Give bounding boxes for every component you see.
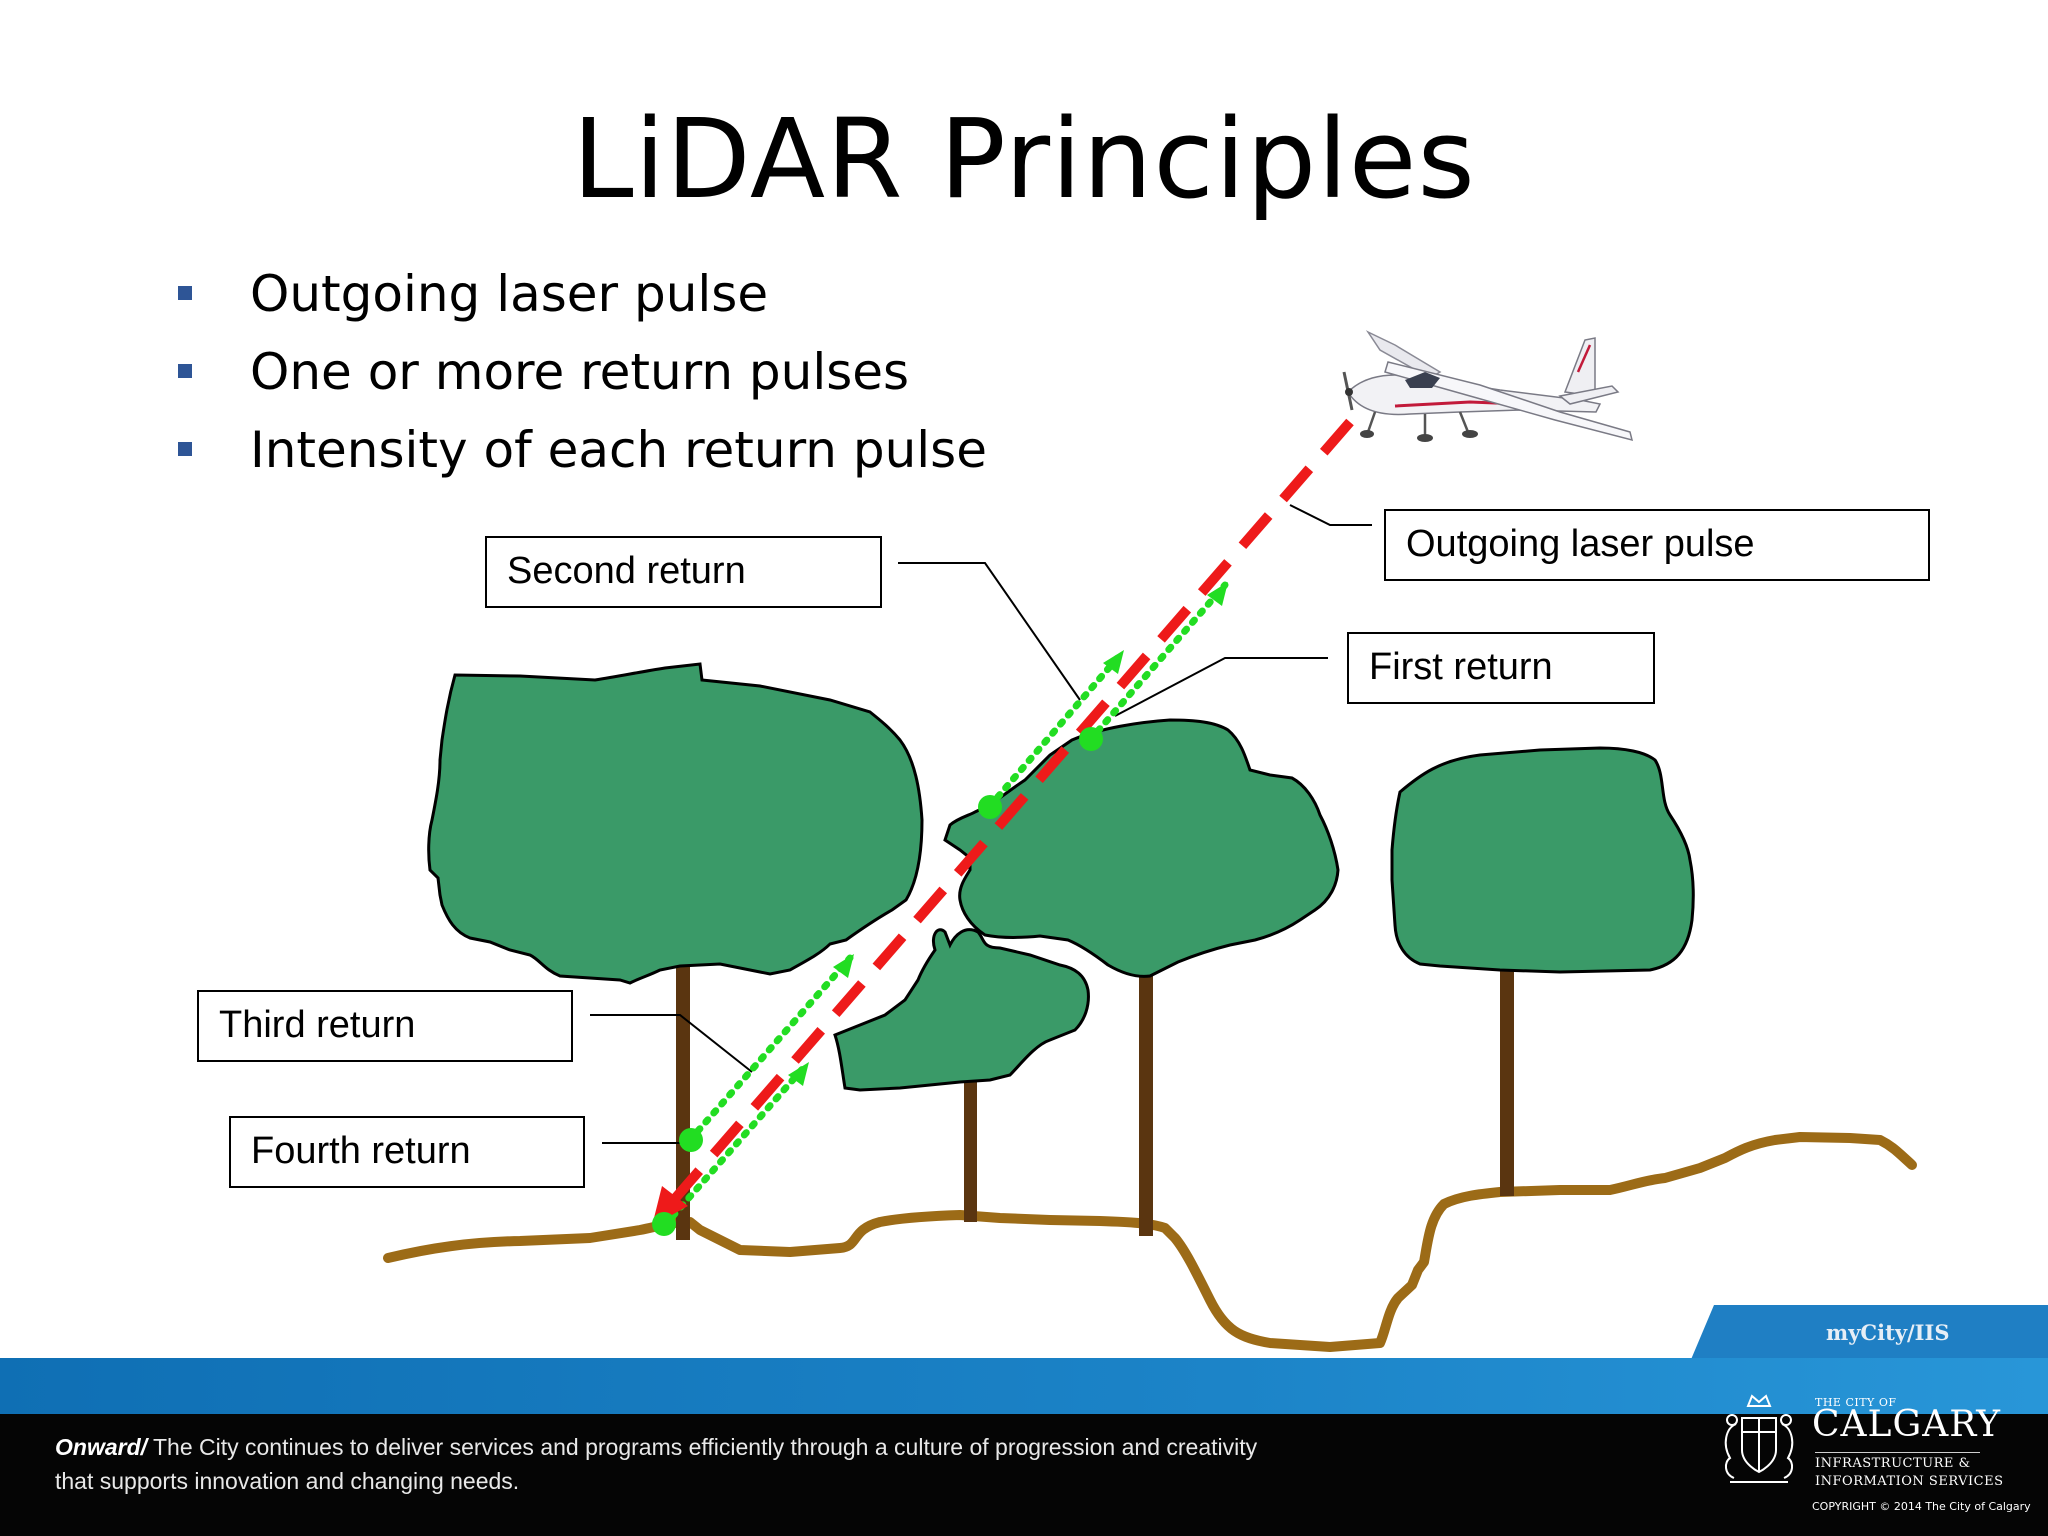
- bullet-square-icon: [178, 364, 192, 378]
- label-fourth-return: Fourth return: [229, 1116, 585, 1188]
- copyright-notice: COPYRIGHT © 2014 The City of Calgary: [1812, 1500, 2031, 1513]
- logo-divider: [1815, 1452, 1980, 1453]
- tree-trunk-left: [676, 930, 690, 1240]
- bullet-item: Intensity of each return pulse: [170, 411, 987, 489]
- return-pulse-second: [986, 651, 1124, 810]
- footer-blue-band: [0, 1358, 2048, 1414]
- department-line-1: INFRASTRUCTURE &: [1815, 1456, 1971, 1471]
- return-point-fourth: [652, 1212, 676, 1236]
- outgoing-laser-pulse: [668, 418, 1354, 1206]
- bullet-list: Outgoing laser pulse One or more return …: [170, 255, 987, 489]
- bullet-square-icon: [178, 286, 192, 300]
- bullet-item: One or more return pulses: [170, 333, 987, 411]
- label-first-return: First return: [1347, 632, 1655, 704]
- bullet-text: Outgoing laser pulse: [250, 265, 769, 323]
- leader-line-outgoing: [1289, 504, 1372, 526]
- airplane-icon: [1342, 330, 1634, 442]
- return-pulse-first: [1086, 581, 1229, 744]
- footer-tagline: Onward/ The City continues to deliver se…: [55, 1430, 1455, 1498]
- bullet-square-icon: [178, 442, 192, 456]
- return-pulse-fourth: [661, 1062, 809, 1229]
- tree-trunk-middle: [1139, 960, 1153, 1236]
- return-arrowhead-third: [833, 954, 854, 978]
- return-arrowhead-first: [1207, 582, 1228, 606]
- tagline-line2: that supports innovation and changing ne…: [55, 1468, 520, 1494]
- tree-canopy-left: [427, 662, 924, 985]
- label-second-return: Second return: [485, 536, 882, 608]
- department-line-2: INFORMATION SERVICES: [1815, 1474, 2004, 1489]
- calgary-wordmark: CALGARY: [1812, 1404, 2001, 1445]
- tree-canopy-middle: [943, 718, 1340, 978]
- tree-canopy-right: [1390, 746, 1695, 974]
- leader-line-second: [898, 562, 1081, 701]
- page-title: LiDAR Principles: [572, 95, 1476, 223]
- tree-trunk-right: [1500, 950, 1514, 1196]
- return-point-second: [978, 795, 1002, 819]
- bullet-item: Outgoing laser pulse: [170, 255, 987, 333]
- bullet-text: Intensity of each return pulse: [250, 421, 987, 479]
- leader-line-third: [590, 1014, 753, 1073]
- return-pulse-third: [686, 954, 854, 1144]
- label-third-return: Third return: [197, 990, 573, 1062]
- tagline-bold: Onward/: [55, 1434, 148, 1460]
- return-point-first: [1079, 727, 1103, 751]
- footer-black-band: [0, 1414, 2048, 1536]
- tree-trunk-small: [964, 1070, 977, 1222]
- return-arrowhead-fourth: [788, 1062, 809, 1086]
- return-arrowhead-second: [1103, 650, 1124, 674]
- tagline-line1: The City continues to deliver services a…: [147, 1434, 1258, 1460]
- bullet-text: One or more return pulses: [250, 343, 910, 401]
- tree-canopy-small: [833, 928, 1090, 1092]
- ground-line: [383, 1132, 1917, 1352]
- return-point-third: [679, 1128, 703, 1152]
- city-of-label: THE CITY OF: [1815, 1396, 1897, 1409]
- label-outgoing-laser-pulse: Outgoing laser pulse: [1384, 509, 1930, 581]
- calgary-crest-icon: [1724, 1394, 1794, 1483]
- mycity-label: myCity/IIS: [1826, 1320, 1950, 1345]
- leader-line-first: [1114, 657, 1328, 717]
